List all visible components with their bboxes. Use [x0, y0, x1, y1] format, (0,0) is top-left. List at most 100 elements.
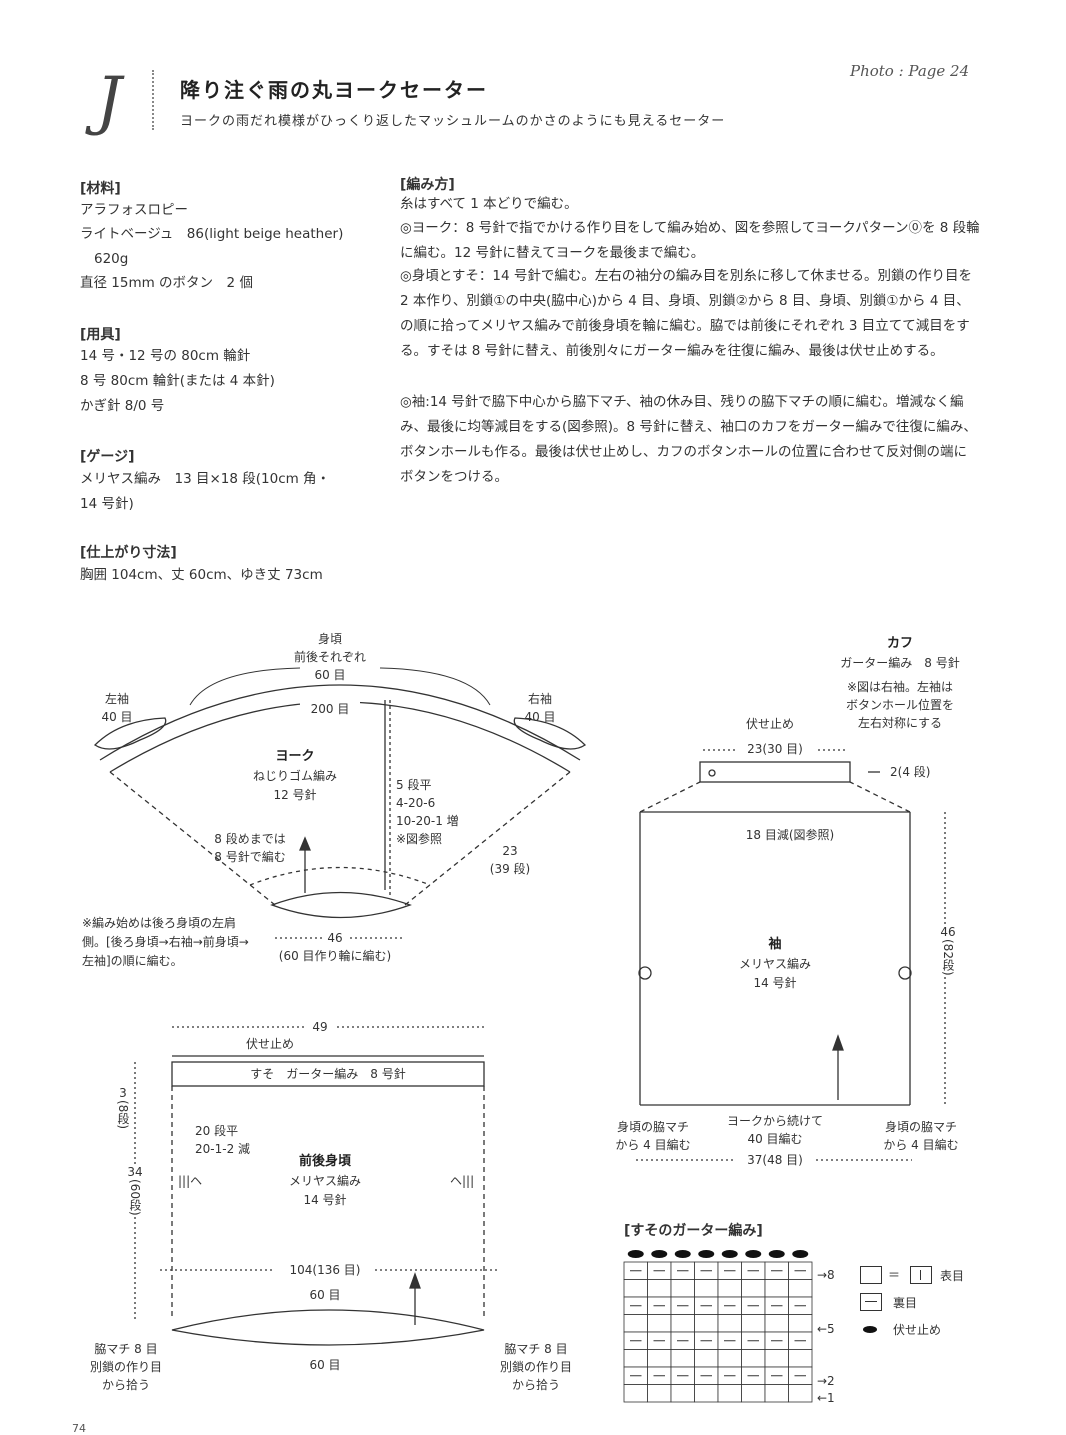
- yoke-outer-edge: [99, 684, 581, 761]
- body-left-note-1: 脇マチ 8 目: [94, 1342, 158, 1356]
- chart-cell: [741, 1349, 766, 1368]
- yoke-top-bracket: [189, 667, 491, 706]
- body-circumference: 104(136 目): [275, 1261, 375, 1279]
- chart-cell: [623, 1349, 648, 1368]
- cuff-note-2: ボタンホール位置を: [845, 698, 954, 712]
- legend-eq: ＝: [888, 1268, 901, 1282]
- yoke-first-rows: 8 段めまでは 8 号針で編む: [200, 830, 300, 866]
- pattern-letter: J: [96, 64, 122, 138]
- cuff-note-1: ※図は右袖。左袖は: [846, 680, 954, 694]
- sleeve-length-1: 46: [940, 925, 956, 939]
- bind-off-dot: [651, 1250, 668, 1258]
- chart-cell: [647, 1279, 672, 1298]
- yoke-depth-1: 23: [502, 844, 518, 858]
- body-height-2: (60段): [128, 1179, 142, 1216]
- legend-knit-box: [860, 1266, 882, 1284]
- chart-cell: [788, 1384, 813, 1403]
- cuff-note: ※図は右袖。左袖は ボタンホール位置を 左右対称にする: [820, 678, 980, 732]
- instructions-paragraph: ◎身頃とすそ：14 号針で編む。左右の袖分の編み目を別糸に移して休ませる。別鎖の…: [400, 268, 973, 359]
- body-bottom: [171, 1309, 485, 1346]
- chart-cell: [647, 1314, 672, 1333]
- bind-off-dot: [768, 1250, 785, 1258]
- page-number: 74: [72, 1422, 86, 1435]
- yoke-bottom-2: (60 目作り輪に編む): [278, 949, 392, 963]
- body-needle: 14 号針: [303, 1193, 347, 1207]
- yoke-neck: [270, 891, 412, 919]
- title-divider: [152, 70, 158, 130]
- yoke-body-label-1: 身頃: [317, 632, 342, 646]
- sleeve-decrease: 18 目減(図参照): [745, 828, 835, 842]
- chart-row-label-8: →8: [817, 1268, 835, 1282]
- yoke-rows: 5 段平 4-20-6 10-20-1 増 ※図参照: [396, 776, 459, 848]
- materials-line: 直径 15mm のボタン 2 個: [80, 275, 253, 291]
- yoke-rows-4: ※図参照: [396, 832, 443, 846]
- sleeve-top-right-dash: [849, 781, 911, 813]
- yoke-body-label-2: 前後それぞれ: [293, 650, 366, 664]
- cuff-stitch: ガーター編み 8 号針: [840, 656, 960, 670]
- body-height-1: 34: [127, 1165, 143, 1179]
- sleeve-length-2: (82段): [941, 939, 955, 976]
- gauge-heading: [ゲージ]: [80, 449, 135, 465]
- body-right-note-3: から拾う: [511, 1378, 560, 1392]
- instructions-paragraph: 糸はすべて 1 本どりで編む。: [400, 196, 578, 212]
- yoke-stitch: ねじりゴム編み: [252, 769, 337, 783]
- chart-cell: [717, 1314, 742, 1333]
- body-left-note-3: から拾う: [101, 1378, 150, 1392]
- chart-cell: [788, 1314, 813, 1333]
- yoke-bottom-1: 46: [323, 929, 347, 947]
- gauge-line: メリヤス編み 13 目×18 段(10cm 角・: [80, 471, 331, 487]
- body-left-note-2: 別鎖の作り目: [89, 1360, 162, 1374]
- chart-cell: [694, 1314, 719, 1333]
- body-right-note-2: 別鎖の作り目: [499, 1360, 572, 1374]
- hem-height-2: (8段): [116, 1100, 130, 1129]
- bind-off-dot: [745, 1250, 762, 1258]
- chart-cell: [670, 1349, 695, 1368]
- chart-row-label-5: ←5: [817, 1322, 835, 1336]
- chart-cell: [717, 1384, 742, 1403]
- chart-row-label-1: ←1: [817, 1391, 835, 1405]
- yoke-right-sleeve-slot: [513, 717, 587, 750]
- body-top-count: 60 目: [295, 1286, 355, 1304]
- body-decrease: 20 段平 20-1-2 減: [195, 1122, 250, 1158]
- chart-cell: [741, 1384, 766, 1403]
- cuff-width: 23(30 目): [735, 740, 815, 758]
- chart-cell: [647, 1384, 672, 1403]
- chart-cell: [623, 1279, 648, 1298]
- body-height: 34 (60段): [124, 1165, 146, 1216]
- cuff-title: カフ: [886, 636, 913, 651]
- sleeve-bind-off: 伏せ止め: [745, 717, 794, 731]
- materials-line: ライトベージュ 86(light beige heather): [80, 226, 344, 242]
- sleeve-title: 袖: [768, 937, 782, 952]
- bind-off-dot: [792, 1250, 809, 1258]
- body-right-note-1: 脇マチ 8 目: [504, 1342, 568, 1356]
- body-stitch: メリヤス編み: [288, 1174, 361, 1188]
- body-mark-left: |||ヘ: [178, 1174, 203, 1188]
- tools-line: 8 号 80cm 輪針(または 4 本針): [80, 373, 275, 389]
- hem-label: すそ ガーター編み 8 号針: [250, 1067, 406, 1081]
- yoke-body-label: 身頃 前後それぞれ 60 目: [280, 630, 380, 684]
- body-right-note: 脇マチ 8 目 別鎖の作り目 から拾う: [486, 1340, 586, 1394]
- body-top-width: 49: [305, 1018, 335, 1036]
- yoke-left-sleeve-label: 左袖 40 目: [92, 690, 142, 726]
- chart-cell: [670, 1384, 695, 1403]
- body-left-note: 脇マチ 8 目 別鎖の作り目 から拾う: [76, 1340, 176, 1394]
- yoke-needle: 12 号針: [273, 788, 317, 802]
- chart-cell: [788, 1279, 813, 1298]
- sleeve-top-left-dash: [639, 781, 701, 813]
- yoke-first-rows-2: 8 号針で編む: [214, 850, 286, 864]
- instructions-paragraph: ◎袖:14 号針で脇下中心から脇下マチ、袖の休み目、残りの脇下マチの順に編む。増…: [400, 394, 977, 485]
- sleeve-pick-left-2: から 4 目編む: [615, 1138, 691, 1152]
- body-decrease-2: 20-1-2 減: [195, 1142, 251, 1156]
- tools-line: かぎ針 8/0 号: [80, 398, 165, 414]
- yoke-rows-2: 4-20-6: [396, 796, 436, 810]
- chart-cell: [670, 1314, 695, 1333]
- chart-cell: [788, 1349, 813, 1368]
- chart-cell: [647, 1349, 672, 1368]
- yoke-first-rows-1: 8 段めまでは: [214, 832, 286, 846]
- photo-reference: Photo : Page 24: [850, 62, 970, 80]
- gauge-line: 14 号針): [80, 496, 134, 512]
- body-decrease-1: 20 段平: [195, 1124, 239, 1138]
- right-sleeve-text: 右袖: [527, 692, 552, 706]
- sleeve-continue-2: 40 目編む: [747, 1132, 803, 1146]
- chart-heading: [すそのガーター編み]: [624, 1223, 763, 1239]
